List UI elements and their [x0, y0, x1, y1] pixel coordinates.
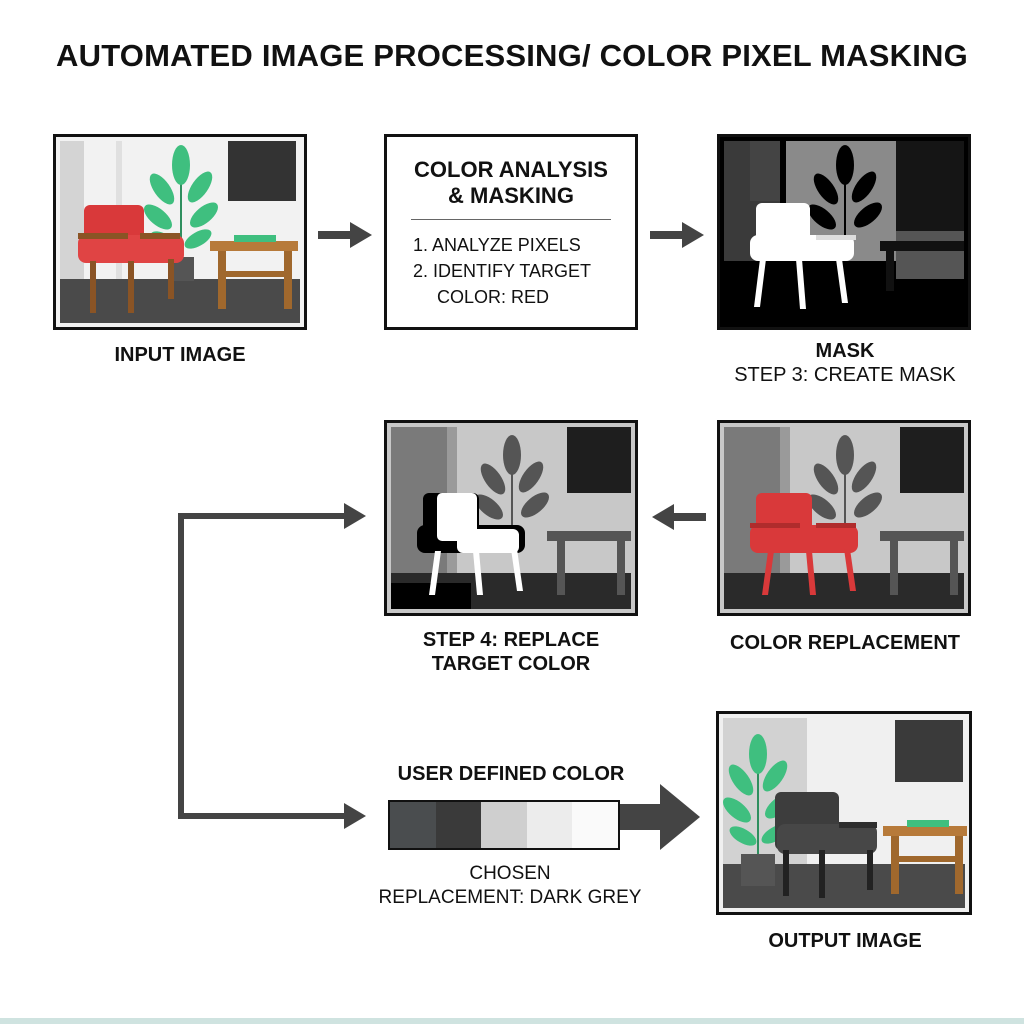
analysis-step-2: 2. IDENTIFY TARGET: [413, 261, 592, 281]
input-image: [56, 137, 304, 327]
bottom-border: [0, 1018, 1024, 1024]
color-analysis-box: COLOR ANALYSIS & MASKING 1. ANALYZE PIXE…: [384, 134, 638, 330]
output-image-caption: OUTPUT IMAGE: [768, 930, 922, 952]
color-replacement-image: [720, 423, 968, 613]
diagram-title: AUTOMATED IMAGE PROCESSING/ COLOR PIXEL …: [56, 38, 968, 73]
replace-target-image: [387, 423, 635, 613]
mask-caption: MASK STEP 3: CREATE MASK: [734, 340, 956, 386]
swatch-4[interactable]: [526, 802, 573, 848]
analysis-step-1: 1. ANALYZE PIXELS: [413, 235, 581, 255]
input-image-caption: INPUT IMAGE: [114, 344, 246, 366]
replace-target-caption: STEP 4: REPLACE TARGET COLOR: [422, 629, 600, 675]
analysis-heading-2: & MASKING: [448, 183, 574, 208]
user-color-caption: CHOSEN REPLACEMENT: DARK GREY: [378, 863, 642, 908]
analysis-heading-1: COLOR ANALYSIS: [414, 157, 608, 182]
user-color-heading: USER DEFINED COLOR: [397, 763, 625, 785]
analysis-step-2-detail: COLOR: RED: [437, 287, 550, 307]
swatch-1[interactable]: [390, 802, 436, 848]
arrow-right-icon: [650, 222, 704, 248]
swatch-2[interactable]: [435, 802, 482, 848]
replace-target-image-panel: [384, 420, 638, 616]
mask-image: [720, 137, 968, 327]
color-replacement-image-panel: [717, 420, 971, 616]
output-image: [719, 714, 969, 912]
color-replacement-caption: COLOR REPLACEMENT: [730, 632, 960, 654]
arrow-left-icon: [652, 504, 706, 530]
input-image-panel: [53, 134, 307, 330]
mask-image-panel: [717, 134, 971, 330]
arrow-right-icon: [318, 222, 372, 248]
swatch-3[interactable]: [481, 802, 527, 848]
arrow-right-icon: [620, 784, 700, 850]
output-image-panel: [716, 711, 972, 915]
color-swatch-bar: [388, 800, 620, 850]
swatch-5[interactable]: [572, 802, 618, 848]
divider: [411, 219, 611, 220]
feedback-connector: [178, 503, 366, 829]
